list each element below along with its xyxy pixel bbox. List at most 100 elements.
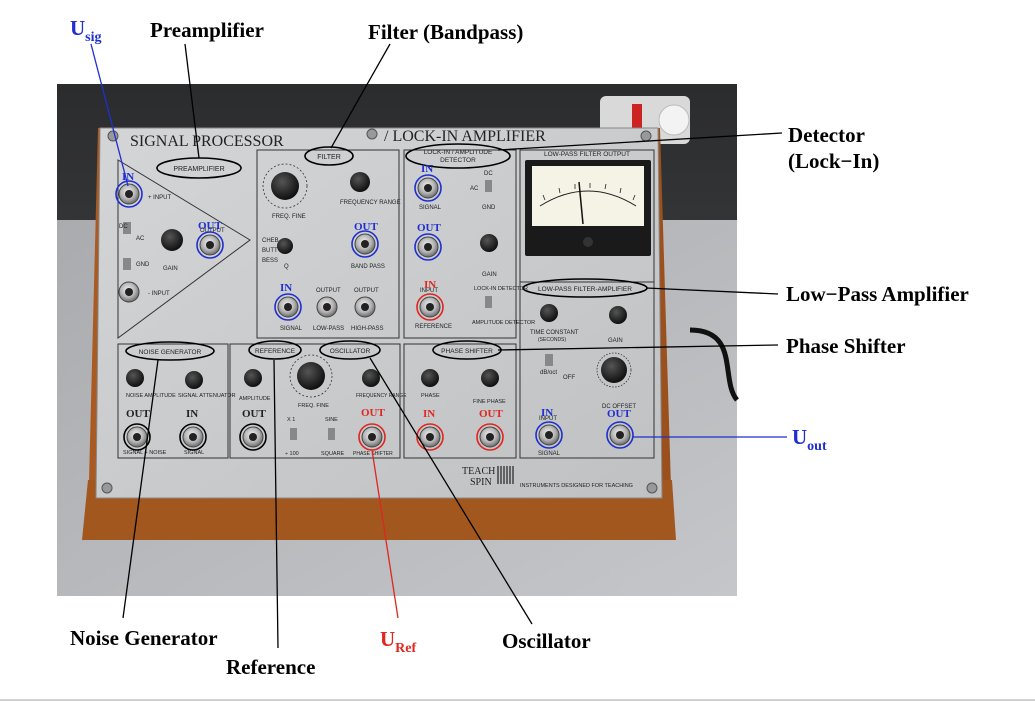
svg-text:OUTPUT: OUTPUT	[354, 288, 379, 294]
svg-text:Q: Q	[284, 264, 289, 270]
svg-text:SINE: SINE	[325, 417, 338, 423]
callout-preamplifier: Preamplifier	[150, 18, 264, 42]
callout-phase-shifter: Phase Shifter	[786, 334, 906, 358]
svg-text:IN: IN	[122, 171, 134, 183]
section-reference: REFERENCE	[255, 348, 296, 355]
svg-text:GAIN: GAIN	[482, 272, 497, 278]
callout-noise-generator: Noise Generator	[70, 626, 218, 650]
callout-filter-bandpass: Filter (Bandpass)	[368, 20, 524, 44]
svg-text:BESS: BESS	[262, 258, 278, 264]
svg-text:SIGNAL: SIGNAL	[280, 326, 303, 332]
osc-controls	[242, 354, 383, 448]
jack-highlights	[115, 174, 634, 451]
svg-text:INPUT: INPUT	[420, 288, 438, 294]
panel-title-left: SIGNAL PROCESSOR	[130, 133, 284, 150]
svg-text:GAIN: GAIN	[163, 266, 178, 272]
section-lockin-line2: DETECTOR	[440, 157, 476, 164]
section-oscillator: OSCILLATOR	[330, 348, 371, 355]
svg-text:IN: IN	[424, 279, 436, 291]
section-preamplifier: PREAMPLIFIER	[173, 166, 224, 173]
svg-text:AMPLITUDE DETECTOR: AMPLITUDE DETECTOR	[472, 320, 535, 326]
svg-text:OUT: OUT	[479, 408, 504, 420]
callout-u-out: Uout	[792, 425, 827, 454]
svg-text:IN: IN	[541, 407, 553, 419]
svg-text:FREQUENCY RANGE: FREQUENCY RANGE	[356, 393, 407, 399]
phase-controls	[419, 369, 501, 448]
noise-controls	[126, 369, 204, 448]
section-phase-shifter: PHASE SHIFTER	[441, 348, 493, 355]
svg-text:IN: IN	[280, 282, 292, 294]
svg-text:CHEB: CHEB	[262, 238, 279, 244]
svg-text:FREQ. FINE: FREQ. FINE	[272, 214, 306, 220]
svg-text:X 1: X 1	[287, 417, 295, 423]
svg-text:REFERENCE: REFERENCE	[415, 324, 452, 330]
svg-text:÷ 100: ÷ 100	[285, 451, 299, 457]
teachspin-logo: TEACH SPIN INSTRUMENTS DESIGNED FOR TEAC…	[462, 466, 633, 489]
svg-text:- INPUT: - INPUT	[148, 291, 170, 297]
svg-text:TIME CONSTANT: TIME CONSTANT	[530, 330, 579, 336]
svg-text:GND: GND	[482, 205, 496, 211]
section-meter: LOW-PASS FILTER OUTPUT	[544, 151, 630, 158]
svg-text:SIGNAL: SIGNAL	[538, 451, 561, 457]
svg-text:BAND PASS: BAND PASS	[351, 264, 385, 270]
svg-text:OFF: OFF	[563, 375, 575, 381]
svg-text:INSTRUMENTS DESIGNED FOR TEACH: INSTRUMENTS DESIGNED FOR TEACHING	[520, 483, 633, 489]
lowpass-controls	[538, 304, 632, 446]
svg-text:AC: AC	[136, 236, 145, 242]
svg-text:SPIN: SPIN	[470, 477, 492, 488]
svg-text:IN: IN	[421, 163, 433, 175]
filter-controls	[262, 163, 376, 318]
svg-text:IN: IN	[186, 408, 198, 420]
lockin-controls	[417, 177, 498, 318]
callout-reference: Reference	[226, 655, 316, 679]
svg-text:DC: DC	[484, 171, 493, 177]
svg-text:OUT: OUT	[361, 407, 386, 419]
section-lockin-line1: LOCK-IN / AMPLITUDE	[424, 149, 493, 156]
svg-text:PHASE: PHASE	[421, 393, 440, 399]
callout-lowpass-amplifier: Low−Pass Amplifier	[786, 282, 969, 306]
svg-text:GND: GND	[136, 262, 150, 268]
svg-text:BUTT: BUTT	[262, 248, 278, 254]
svg-text:OUT: OUT	[607, 408, 632, 420]
svg-text:IN: IN	[423, 408, 435, 420]
svg-text:SIGNAL ATTENUATOR: SIGNAL ATTENUATOR	[178, 393, 236, 399]
section-filter: FILTER	[317, 154, 341, 161]
svg-text:OUT: OUT	[354, 221, 379, 233]
svg-text:TEACH: TEACH	[462, 466, 495, 477]
svg-text:+ INPUT: + INPUT	[148, 195, 172, 201]
svg-text:SQUARE: SQUARE	[321, 451, 345, 457]
svg-text:OUTPUT: OUTPUT	[200, 228, 225, 234]
svg-text:OUT: OUT	[242, 408, 267, 420]
callout-oscillator: Oscillator	[502, 629, 591, 653]
preamp-controls	[118, 183, 221, 303]
svg-text:(SECONDS): (SECONDS)	[538, 337, 566, 343]
meter-needle	[578, 181, 584, 225]
svg-text:OUT: OUT	[198, 220, 223, 232]
svg-text:DC: DC	[119, 224, 128, 230]
callout-u-ref: URef	[380, 627, 417, 656]
svg-text:FREQ. FINE: FREQ. FINE	[298, 403, 329, 409]
section-noise-generator: NOISE GENERATOR	[139, 349, 202, 356]
svg-text:LOW-PASS: LOW-PASS	[313, 326, 344, 332]
svg-text:GAIN: GAIN	[608, 338, 623, 344]
svg-text:OUT: OUT	[417, 222, 442, 234]
svg-text:OUTPUT: OUTPUT	[316, 288, 341, 294]
svg-text:SIGNAL: SIGNAL	[184, 450, 204, 456]
callout-u-sig: Usig	[70, 16, 102, 45]
svg-text:INPUT: INPUT	[539, 416, 557, 422]
callout-detector: Detector (Lock−In)	[788, 123, 880, 174]
leader-lines	[90, 43, 787, 649]
svg-text:AC: AC	[470, 186, 479, 192]
svg-text:LOCK-IN DETECTOR: LOCK-IN DETECTOR	[474, 286, 528, 292]
svg-text:SIGNAL: SIGNAL	[419, 205, 442, 211]
svg-text:DC OFFSET: DC OFFSET	[602, 404, 636, 410]
panel-title-right: / LOCK-IN AMPLIFIER	[384, 128, 546, 145]
svg-text:AMPLITUDE: AMPLITUDE	[239, 396, 271, 402]
svg-text:FINE PHASE: FINE PHASE	[473, 399, 506, 405]
svg-text:FREQUENCY RANGE: FREQUENCY RANGE	[340, 200, 401, 206]
svg-text:OUT: OUT	[126, 408, 151, 420]
svg-text:HIGH-PASS: HIGH-PASS	[351, 326, 384, 332]
section-lowpass-amp: LOW-PASS FILTER-AMPLIFIER	[538, 286, 632, 293]
svg-text:NOISE AMPLITUDE: NOISE AMPLITUDE	[126, 393, 176, 399]
